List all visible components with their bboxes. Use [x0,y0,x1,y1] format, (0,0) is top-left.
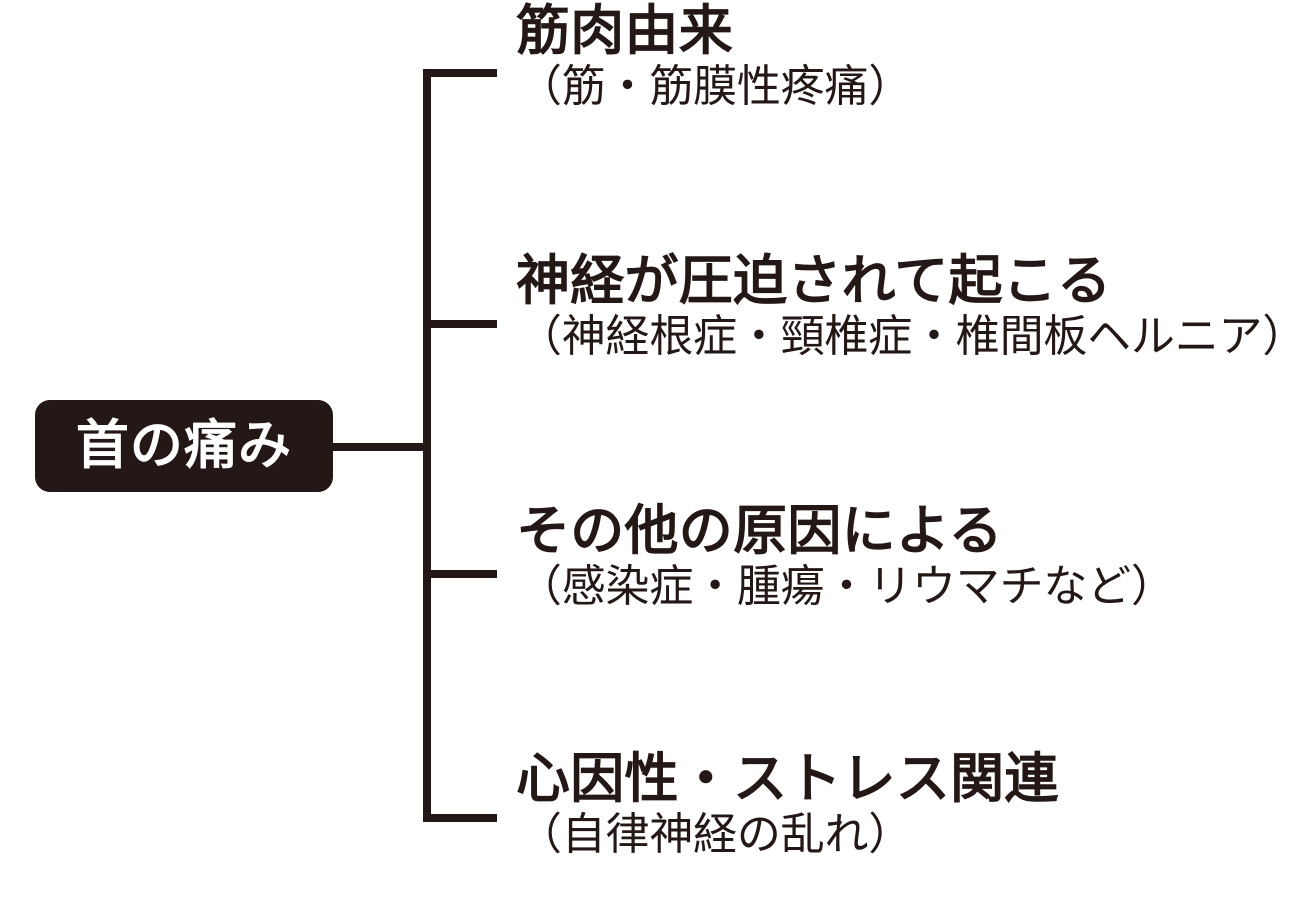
connector-branch-stub-4 [423,814,497,822]
connector-branch-stub-1 [423,69,497,77]
branch-node-2: 神経が圧迫されて起こる （神経根症・頸椎症・椎間板ヘルニア） [516,252,1290,362]
branch-3-title: その他の原因による [516,499,1003,562]
root-node-neck-pain: 首の痛み [35,400,333,492]
branch-node-3: その他の原因による （感染症・腫瘍・リウマチなど） [516,502,1175,612]
branch-node-4: 心因性・ストレス関連 （自律神経の乱れ） [516,750,1059,860]
branch-4-title: 心因性・ストレス関連 [516,747,1059,810]
branch-1-subtitle: （筋・筋膜性疼痛） [518,61,913,113]
connector-vertical-trunk [423,69,431,822]
branch-4-subtitle: （自律神経の乱れ） [518,809,913,861]
branch-2-subtitle: （神経根症・頸椎症・椎間板ヘルニア） [518,311,1290,363]
connector-root-stem [330,443,429,451]
branch-node-1: 筋肉由来 （筋・筋膜性疼痛） [516,2,912,112]
branch-1-title: 筋肉由来 [516,0,734,62]
branch-2-title: 神経が圧迫されて起こる [516,249,1112,312]
connector-branch-stub-3 [423,570,497,578]
root-node-label: 首の痛み [75,414,293,476]
branch-3-subtitle: （感染症・腫瘍・リウマチなど） [518,561,1175,613]
connector-branch-stub-2 [423,320,497,328]
